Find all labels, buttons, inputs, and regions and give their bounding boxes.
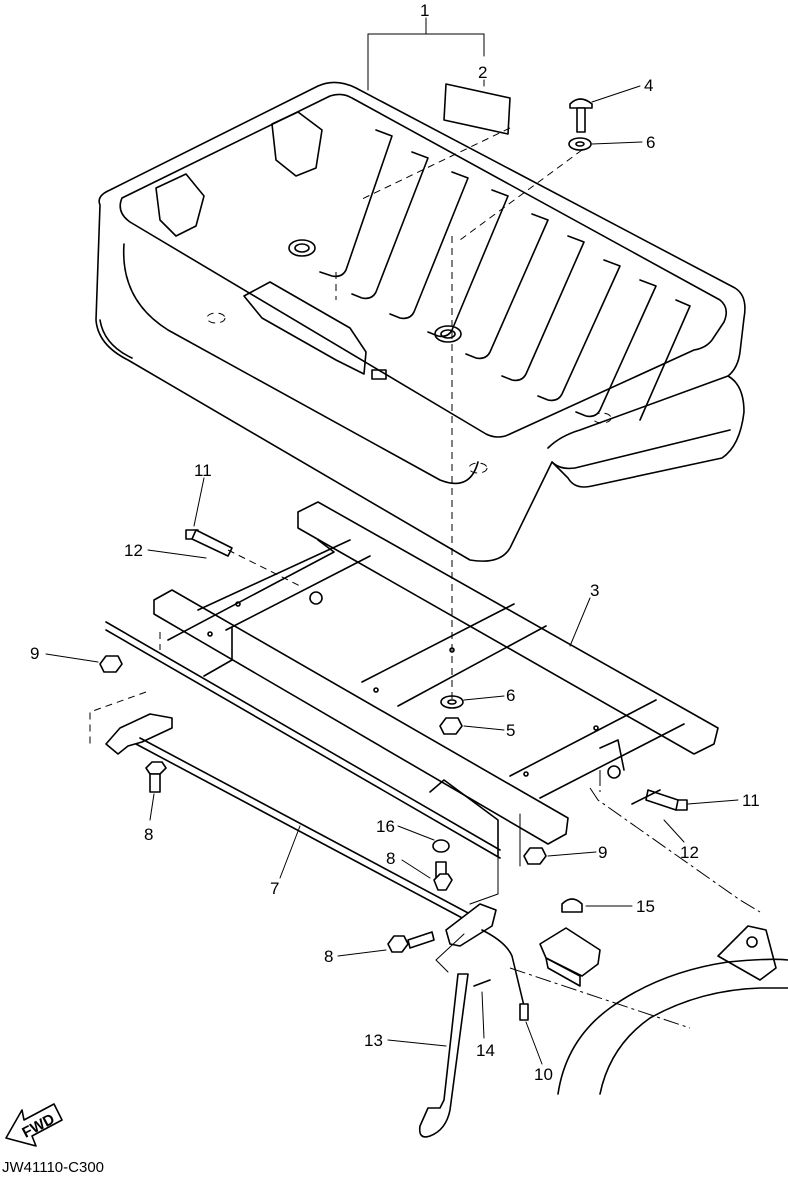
callout-2: 2: [478, 63, 487, 82]
callout-8-left: 8: [144, 825, 153, 844]
bolt-part-11-lower: [645, 789, 688, 811]
nut-part-9-left: [99, 655, 123, 673]
callout-15: 15: [636, 897, 655, 916]
callout-9-left: 9: [30, 644, 39, 663]
bolt-part-8-lower: [387, 931, 435, 953]
callout-13: 13: [364, 1031, 383, 1050]
callout-14: 14: [476, 1041, 495, 1060]
latch-rod-part-7: [105, 621, 501, 947]
callout-12-lower: 12: [680, 843, 699, 862]
callout-4: 4: [644, 76, 653, 95]
pin-part-14: [473, 979, 491, 987]
callout-8-mid: 8: [386, 849, 395, 868]
screw-part-4: [569, 98, 593, 133]
callout-6-top: 6: [646, 133, 655, 152]
lever-part-13: [418, 973, 469, 1138]
callout-11-upper: 11: [194, 461, 212, 480]
nut-part-5: [439, 717, 463, 735]
frame-part-3: [153, 501, 719, 857]
callout-3: 3: [590, 581, 599, 600]
drawing-code: JW41110-C300: [2, 1159, 104, 1176]
callout-6-lower: 6: [506, 686, 515, 705]
washer-part-16: [432, 839, 450, 853]
bolt-part-8-mid: [433, 861, 453, 891]
bolt-part-11-upper: [185, 529, 233, 557]
callout-10: 10: [534, 1065, 553, 1084]
body-outline: [509, 787, 788, 1095]
cable-part-10: [481, 929, 525, 1007]
callout-5: 5: [506, 721, 515, 740]
callout-11-lower: 11: [742, 791, 760, 810]
seat-part-1: [95, 81, 746, 562]
bolt-part-8-left: [145, 761, 167, 793]
washer-part-6-top: [568, 137, 592, 151]
callout-8-lower: 8: [324, 947, 333, 966]
decal-label-part-2: [443, 83, 511, 135]
leader-lines: [45, 17, 739, 1065]
callout-labels: 1 2 4 6 11 12 3 9 6 5 11 8 16 9 12 8 7 1…: [30, 1, 760, 1084]
fwd-arrow-icon: FWD: [5, 1103, 63, 1147]
nut-part-9-right: [523, 847, 547, 865]
callout-16: 16: [376, 817, 395, 836]
callout-12-upper: 12: [124, 541, 143, 560]
cap-part-15: [561, 898, 583, 913]
callout-7: 7: [270, 879, 279, 898]
cotter-pin-part-12-lower: [631, 789, 661, 805]
callout-1: 1: [420, 1, 429, 20]
callout-9-right: 9: [598, 843, 607, 862]
assembly-guide-lines: [89, 127, 601, 973]
